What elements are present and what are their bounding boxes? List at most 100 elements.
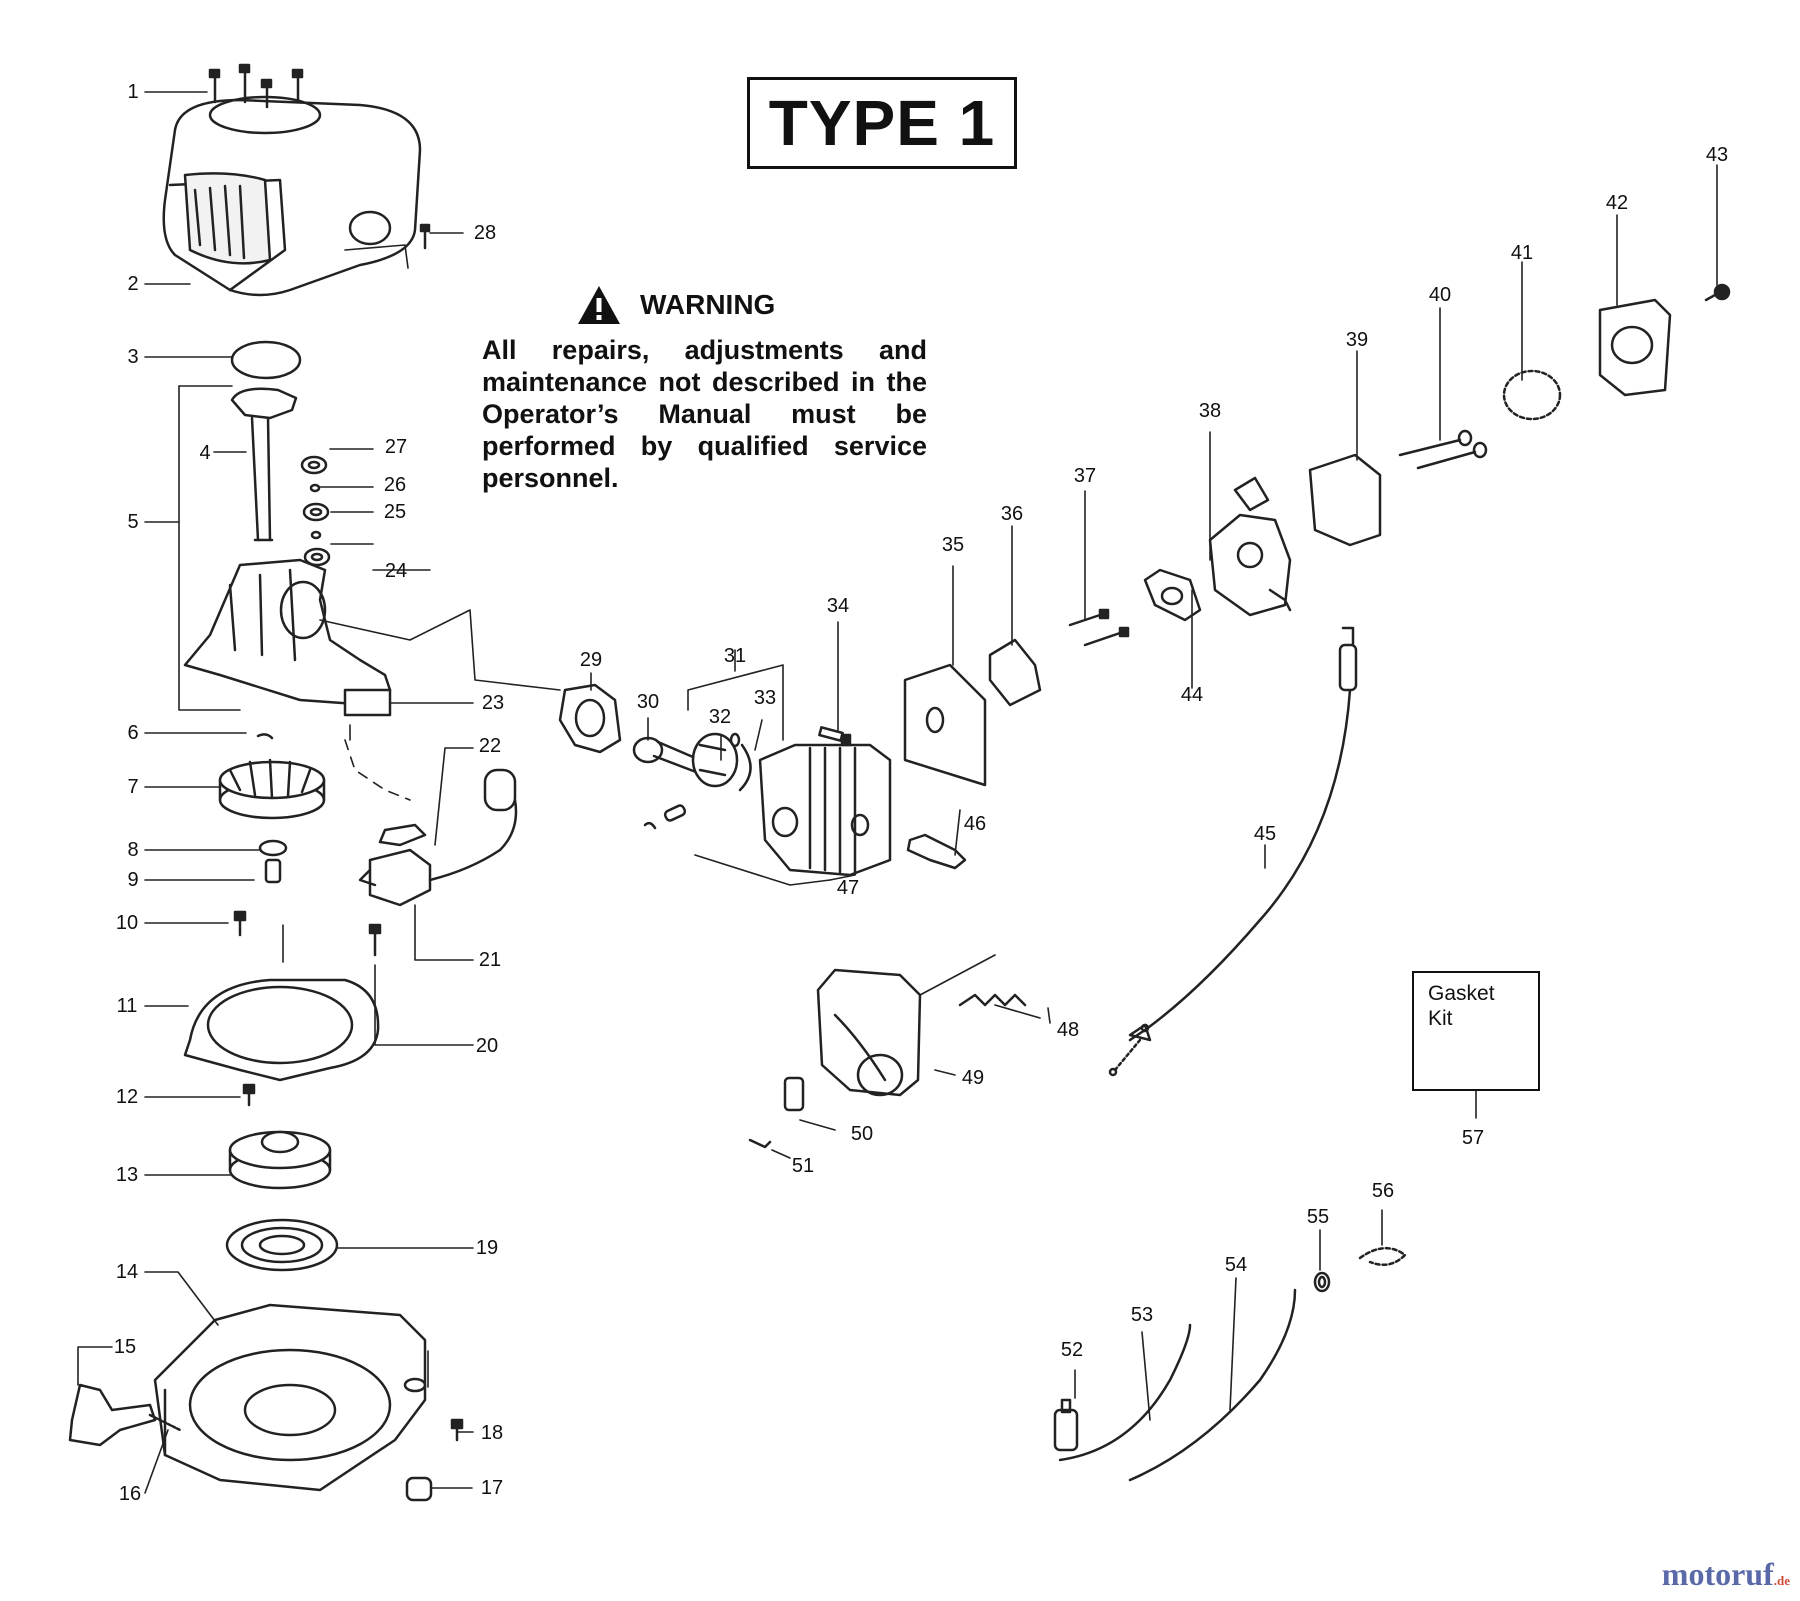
callout-7: 7 (127, 776, 139, 798)
starter-housing (153, 1303, 427, 1492)
callout-6: 6 (127, 722, 139, 744)
flywheel-7 (218, 758, 326, 820)
screw-28 (419, 223, 431, 250)
type-title-box: TYPE 1 (747, 77, 1017, 169)
bearings (300, 455, 331, 567)
callout-8: 8 (127, 839, 139, 861)
watermark-brand: motoruf (1661, 1556, 1774, 1592)
part-41 (1502, 369, 1562, 421)
grommet-17 (405, 1476, 433, 1502)
callout-15: 15 (113, 1336, 137, 1358)
washer-8 (258, 839, 288, 857)
part-51 (748, 1138, 772, 1149)
callout-17: 17 (480, 1477, 504, 1499)
callout-49: 49 (961, 1067, 985, 1089)
warning-heading-row: WARNING (576, 284, 775, 326)
callout-11: 11 (116, 995, 138, 1017)
callout-2: 2 (127, 273, 139, 295)
callout-38: 38 (1198, 400, 1222, 422)
screws-40 (1398, 429, 1488, 470)
screw-18 (450, 1418, 464, 1442)
callout-45: 45 (1253, 823, 1277, 845)
ignition-module (358, 768, 518, 907)
spark-plug-46 (906, 833, 967, 870)
callout-13: 13 (115, 1164, 139, 1186)
cylinder-47 (758, 743, 892, 877)
spring-19 (225, 1218, 339, 1272)
callout-39: 39 (1345, 329, 1369, 351)
part-50 (783, 1076, 805, 1112)
callout-42: 42 (1605, 192, 1629, 214)
callout-51: 51 (791, 1155, 815, 1177)
pin (663, 804, 687, 822)
callout-35: 35 (941, 534, 965, 556)
callout-47: 47 (836, 877, 860, 899)
callout-19: 19 (475, 1237, 499, 1259)
gasket-11 (183, 978, 380, 1082)
piston-31 (691, 732, 739, 788)
callout-34: 34 (826, 595, 850, 617)
screw-34 (818, 726, 852, 747)
warning-text: All repairs, adjustments and maintenance… (482, 335, 927, 493)
callout-43: 43 (1705, 144, 1729, 166)
callout-41: 41 (1510, 242, 1534, 264)
throttle-cable-45 (1108, 626, 1358, 1077)
muffler-49 (816, 968, 922, 1097)
callout-29: 29 (579, 649, 603, 671)
screw-20 (368, 923, 382, 957)
callout-3: 3 (127, 346, 139, 368)
part-43 (1704, 283, 1731, 302)
fuel-line-53 (1058, 1323, 1192, 1462)
callout-36: 36 (1000, 503, 1024, 525)
clips-56 (1358, 1247, 1407, 1267)
crankshaft-4 (230, 387, 298, 542)
ring-33 (738, 743, 752, 792)
callout-23: 23 (481, 692, 505, 714)
part-36 (988, 638, 1042, 707)
callout-54: 54 (1224, 1254, 1248, 1276)
callout-53: 53 (1130, 1304, 1154, 1326)
grommet-55 (1313, 1271, 1331, 1293)
callout-4: 4 (199, 442, 211, 464)
gasket-3 (230, 340, 302, 380)
bolt-10 (233, 910, 247, 937)
callout-48: 48 (1056, 1019, 1080, 1041)
part-39 (1308, 453, 1382, 547)
starter-handle-15 (68, 1383, 182, 1447)
pulley-13 (228, 1130, 332, 1190)
callout-37: 37 (1073, 465, 1097, 487)
callout-10: 10 (115, 912, 139, 934)
gasket-kit-box: Gasket Kit (1412, 971, 1540, 1091)
callout-20: 20 (475, 1035, 499, 1057)
callout-14: 14 (115, 1261, 139, 1283)
screws-37 (1068, 608, 1130, 647)
screw-12 (242, 1083, 256, 1107)
fuel-line-54 (1128, 1288, 1297, 1482)
filter-42 (1598, 298, 1672, 397)
type-title: TYPE 1 (768, 87, 996, 159)
callout-24: 24 (384, 560, 408, 582)
watermark-suffix: .de (1773, 1573, 1790, 1588)
plate-35 (903, 663, 987, 787)
carburetor-38 (1208, 476, 1292, 617)
callout-28: 28 (473, 222, 497, 244)
spring-48 (958, 993, 1027, 1007)
callout-12: 12 (115, 1086, 139, 1108)
callout-52: 52 (1060, 1339, 1084, 1361)
callout-56: 56 (1371, 1180, 1395, 1202)
warning-heading: WARNING (640, 289, 776, 320)
engine-cover (162, 95, 422, 297)
callout-32: 32 (708, 706, 732, 728)
clip-32 (729, 732, 741, 748)
callout-30: 30 (636, 691, 660, 713)
callout-44: 44 (1180, 684, 1204, 706)
warning-triangle-icon (578, 286, 620, 324)
callout-25: 25 (383, 501, 407, 523)
callout-1: 1 (127, 81, 139, 103)
callout-40: 40 (1428, 284, 1452, 306)
screws-1 (208, 63, 304, 109)
callout-16: 16 (118, 1483, 142, 1505)
callout-18: 18 (480, 1422, 504, 1444)
callout-57: 57 (1461, 1127, 1485, 1149)
